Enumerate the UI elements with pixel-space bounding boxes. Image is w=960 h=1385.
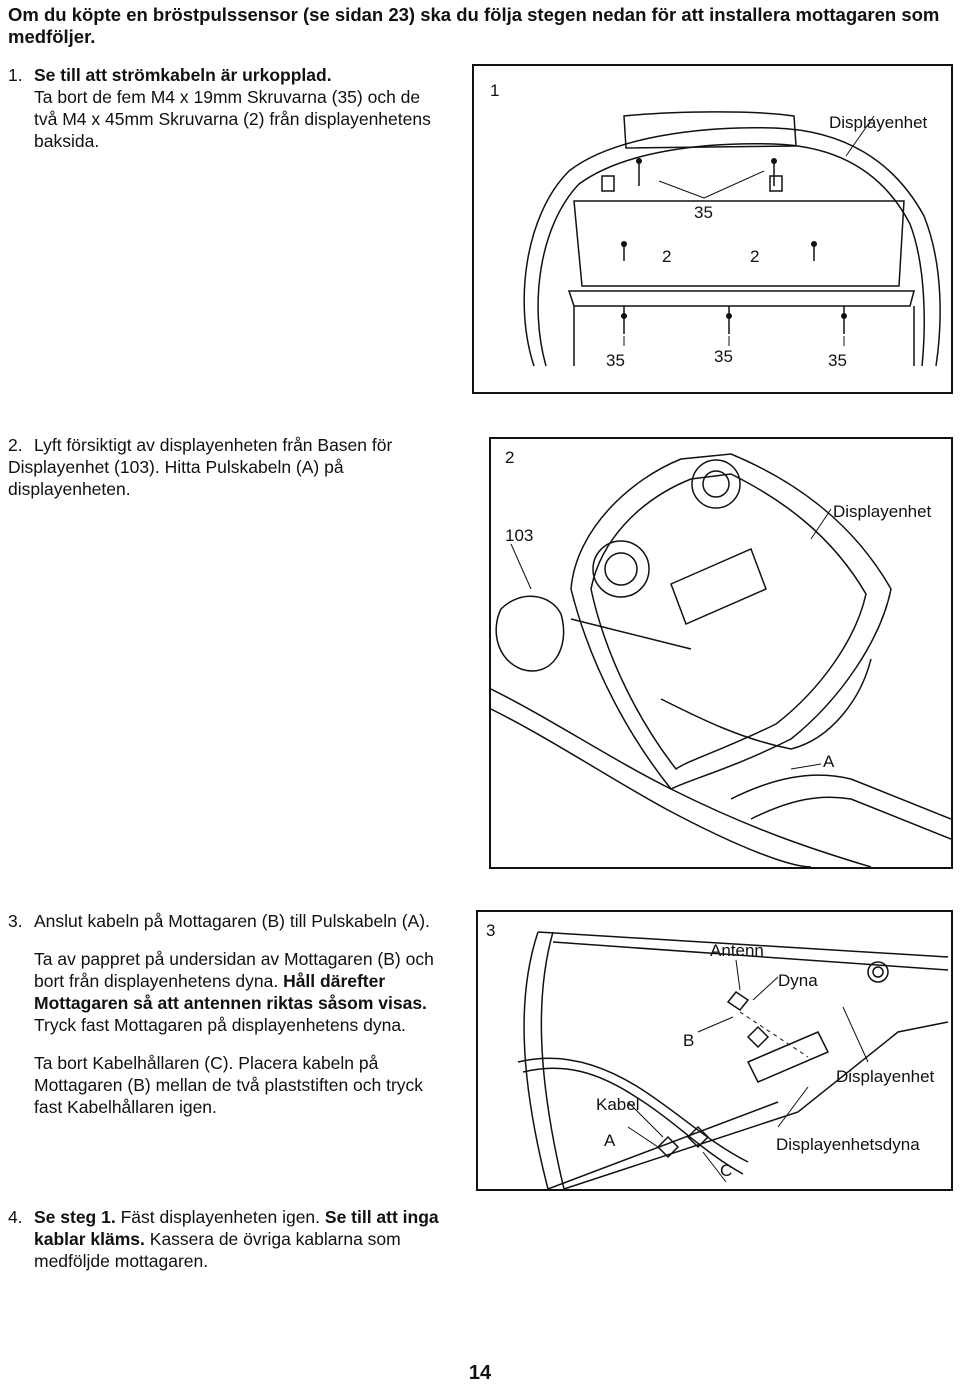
step-number: 2. — [8, 435, 23, 455]
figure-number: 3 — [486, 921, 495, 940]
label-pulse-cable-a: A — [823, 752, 835, 771]
step-bold: Se till att inga kablar kläms. — [34, 1207, 439, 1249]
step-paragraph: Ta av pappret på undersidan av Mottagare… — [8, 948, 444, 1036]
label-display-unit: Displayenhet — [836, 1067, 935, 1086]
step-paragraph: Se steg 1. Fäst displayenheten igen. Se … — [34, 1206, 439, 1272]
label-cable-a: A — [604, 1131, 616, 1150]
label-receiver-b: B — [683, 1031, 694, 1050]
label-display-pad: Displayenhetsdyna — [776, 1135, 920, 1154]
figure-1-drawing: 1 Displayenhet 35 2 2 35 35 35 — [490, 81, 941, 370]
step-text: Ta bort Kabelhållaren (C). Placera kabel… — [34, 1053, 424, 1117]
figure-2: 2 2 103 Displayenhet A — [489, 437, 953, 869]
label-cable: Kabel — [596, 1095, 639, 1114]
label-screw-2: 2 — [750, 247, 759, 266]
step-4: 4. Se steg 1. Fäst displayenheten igen. S… — [8, 1206, 448, 1272]
figure-3: 3 Antenn Dyna B Displayenhet Kabel A Dis… — [476, 910, 953, 1191]
step-text: Lyft försiktigt av displayenheten från B… — [8, 435, 393, 499]
step-bold: Se steg 1. — [34, 1207, 116, 1227]
figure-number: 2 — [491, 439, 499, 443]
label-base-103: 103 — [505, 526, 533, 545]
figure-number: 2 — [505, 448, 514, 467]
label-screw-35: 35 — [606, 351, 625, 370]
step-2: 2.Lyft försiktigt av displayenheten från… — [8, 434, 448, 500]
label-display-unit: Displayenhet — [833, 502, 932, 521]
step-number: 3. — [8, 911, 23, 931]
page-number: 14 — [468, 1362, 492, 1384]
step-text: Tryck fast Mottagaren på display­enheten… — [34, 1015, 406, 1035]
step-number: 4. — [8, 1207, 23, 1227]
label-screw-35: 35 — [714, 347, 733, 366]
label-pad: Dyna — [778, 971, 818, 990]
step-text: Anslut kabeln på Mottagaren (B) till Pul… — [34, 911, 430, 931]
label-screw-2: 2 — [662, 247, 671, 266]
figure-2-drawing: 2 2 103 Displayenhet A — [491, 439, 951, 867]
label-screw-35: 35 — [828, 351, 847, 370]
label-display-unit: Displayenhet — [829, 113, 928, 132]
step-1: 1.Se till att strömkabeln är urkopplad. … — [8, 64, 468, 152]
label-cable-holder-c: C — [720, 1161, 732, 1180]
step-number: 1. — [8, 65, 23, 85]
step-text: Ta bort de fem M4 x 19mm Skruvarna (35) … — [34, 87, 431, 151]
figure-number: 1 — [490, 81, 499, 100]
step-text: Kassera de övriga kablarna som medföljde… — [34, 1229, 401, 1271]
step-bold: Håll därefter Mottagaren så att antennen… — [34, 971, 427, 1013]
step-3: 3. Anslut kabeln på Mottagaren (B) till P… — [8, 910, 448, 1118]
label-antenna: Antenn — [710, 941, 764, 960]
figure-3-drawing: 3 Antenn Dyna B Displayenhet Kabel A Dis… — [486, 921, 949, 1189]
step-bold: Se till att strömkabeln är urkopplad. — [34, 65, 332, 85]
figure-1: 1 Displayenhet 35 2 2 35 35 35 — [472, 64, 953, 394]
step-text: Fäst displayenheten igen. — [115, 1207, 325, 1227]
intro-text: Om du köpte en bröstpulssensor (se sidan… — [8, 4, 940, 47]
label-screw-35: 35 — [694, 203, 713, 222]
step-text: Ta av pappret på undersidan av Mottagare… — [34, 949, 434, 991]
